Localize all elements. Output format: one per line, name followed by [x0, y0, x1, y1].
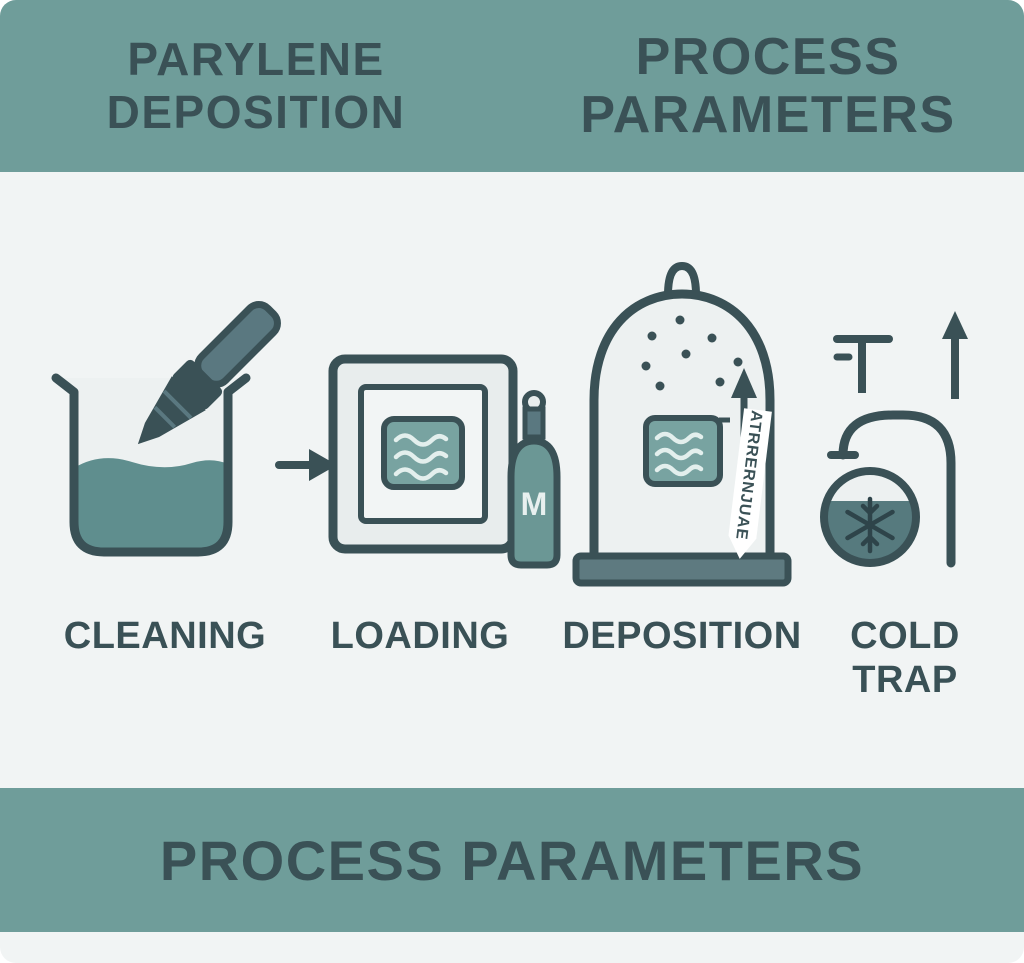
exhaust-arrow-icon [942, 311, 968, 399]
top-banner-left: PARYLENE DEPOSITION [0, 0, 512, 172]
loading-illustration: M [275, 354, 561, 569]
cylinder-label: M [521, 486, 548, 522]
gas-cylinder-icon: M [507, 390, 561, 569]
step-label-line: COLD [850, 615, 960, 657]
top-banner: PARYLENE DEPOSITION PROCESS PARAMETERS [0, 0, 1024, 172]
sample-chip-icon [643, 415, 723, 487]
step-label-deposition: DEPOSITION [562, 615, 802, 657]
inlet-pipe-icon [833, 335, 893, 393]
sample-chip-icon [381, 416, 465, 490]
step-label-loading: LOADING [330, 615, 510, 657]
step-label-cleaning: CLEANING [63, 615, 267, 657]
snowflake-icon [845, 496, 895, 554]
title-line: DEPOSITION [106, 86, 406, 138]
top-banner-right: PROCESS PARAMETERS [512, 0, 1024, 172]
title-line: PROCESS [635, 27, 901, 86]
vapor-dots [641, 315, 743, 391]
step-label-cold-trap: COLD TRAP [850, 615, 960, 702]
bottom-banner: PROCESS PARAMETERS [0, 788, 1024, 932]
bell-jar-deposition-chamber-icon: ATRRERNJUAE [562, 250, 802, 595]
cleaning-illustration [51, 301, 281, 557]
jar-knob [664, 261, 700, 299]
cold-trap-illustration [820, 311, 968, 568]
jar-base [572, 552, 792, 587]
step-loading: M LOADING [275, 345, 565, 659]
step-cold-trap: COLD TRAP [815, 305, 995, 702]
footer-title: PROCESS PARAMETERS [159, 828, 865, 892]
beaker-liquid [74, 458, 228, 552]
title-line: PARAMETERS [580, 86, 956, 144]
beaker-with-brush-icon [40, 260, 290, 595]
deposition-illustration: ATRRERNJUAE [572, 261, 792, 587]
step-deposition: ATRRERNJUAE DEPOSITION [562, 250, 802, 659]
cane-pipe-icon [827, 410, 956, 568]
title-line: PARYLENE [127, 32, 385, 85]
title-parylene-deposition: PARYLENE DEPOSITION [107, 33, 406, 140]
beaker-icon [51, 373, 251, 557]
step-cleaning: CLEANING [40, 260, 290, 659]
brush-icon [137, 301, 281, 445]
title-process-parameters: PROCESS PARAMETERS [580, 28, 955, 144]
vacuum-chamber-with-gas-cylinder-icon: M [275, 345, 565, 595]
step-label-line: TRAP [852, 658, 958, 701]
load-arrow-icon [275, 449, 337, 481]
cold-trap-flask-icon [815, 305, 995, 595]
